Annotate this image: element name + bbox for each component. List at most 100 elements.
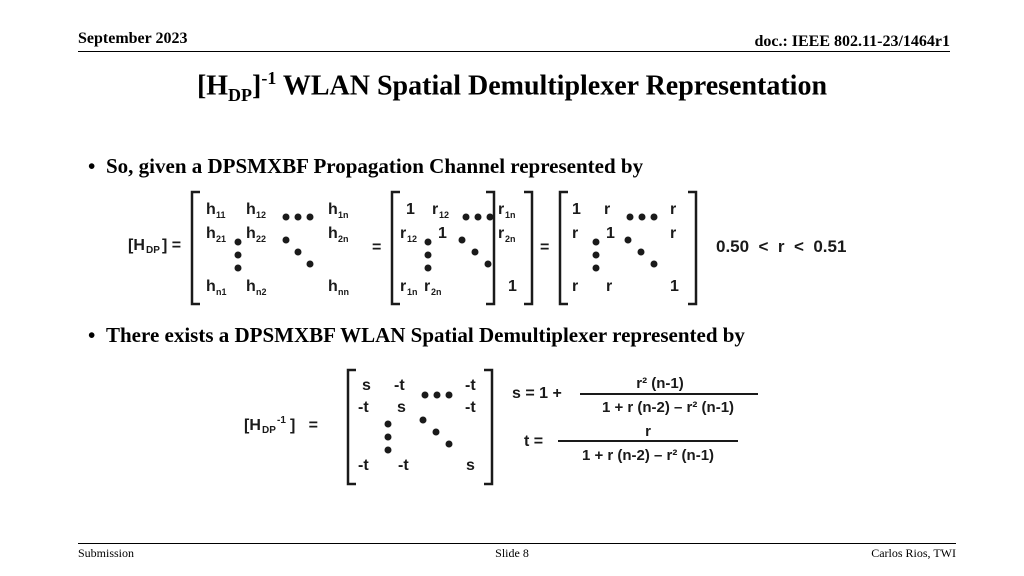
eq1-equals-1: = (372, 239, 381, 256)
m4-right-bracket (484, 368, 494, 486)
m2-r1c2: r (432, 201, 438, 218)
title-sub: DP (228, 84, 253, 105)
t-numerator: r (645, 423, 651, 440)
m3-vdot (592, 238, 600, 246)
m1-vdot (234, 238, 242, 246)
m4-vdot (384, 446, 392, 454)
m1-r1c3: h (328, 201, 338, 218)
m2-ellipsis-dot (462, 213, 470, 221)
m1-ddot (294, 248, 302, 256)
m3-ellipsis-dot (626, 213, 634, 221)
m2-r3c2-sub: 2n (431, 287, 442, 297)
eq2-lhs-sub: DP (262, 425, 276, 436)
m4-r2c3: -t (465, 399, 476, 416)
m2-r2c3: r (498, 225, 504, 242)
m2-r2c2: 1 (438, 225, 447, 242)
m4-r2c1: -t (358, 399, 369, 416)
m1-r1c2: h (246, 201, 256, 218)
m2-r3c1-sub: 1n (407, 287, 418, 297)
m1-r2c1-sub: 21 (216, 234, 226, 244)
m4-r1c3: -t (465, 377, 476, 394)
bullet-2: •There exists a DPSMXBF WLAN Spatial Dem… (88, 323, 745, 348)
m1-ellipsis-dot (294, 213, 302, 221)
m3-r3c1: r (572, 278, 578, 295)
m2-ellipsis-dot (474, 213, 482, 221)
s-numerator: r² (n-1) (636, 375, 684, 392)
m1-r2c2-sub: 22 (256, 234, 266, 244)
m4-vdot (384, 420, 392, 428)
eq1-equals-2: = (540, 239, 549, 256)
header-doc-id: doc.: IEEE 802.11-23/1464r1 (754, 33, 950, 50)
m3-ddot (637, 248, 645, 256)
m1-r3c1-sub: n1 (216, 287, 227, 297)
m1-r1c3-sub: 1n (338, 210, 349, 220)
bullet-dot: • (88, 154, 96, 178)
m2-r1c3: r (498, 201, 504, 218)
m4-ellipsis-dot (433, 391, 441, 399)
m4-r1c2: -t (394, 377, 405, 394)
m2-r3c3: 1 (508, 278, 517, 295)
m4-left-bracket (346, 368, 356, 486)
m4-r3c3: s (466, 457, 475, 474)
m3-right-bracket (688, 190, 698, 306)
m2-r2c1: r (400, 225, 406, 242)
eq2-lhs-sup: -1 (277, 415, 286, 426)
t-denominator: 1 + r (n-2) – r² (n-1) (582, 447, 714, 464)
m3-ddot (624, 236, 632, 244)
m2-ddot (484, 260, 492, 268)
m4-ddot (432, 428, 440, 436)
equation-channel-matrix: [H DP ] = h 11 h 12 h 1n h 21 h 22 h 2n … (128, 190, 534, 306)
footer-slide-number: Slide 8 (495, 546, 529, 560)
m2-right-bracket (524, 190, 534, 306)
m3-r1c1: 1 (572, 201, 581, 218)
m2-vdot (424, 238, 432, 246)
m3-r2c2: 1 (606, 225, 615, 242)
m3-r1c2: r (604, 201, 610, 218)
slide-title: [HDP]-1 WLAN Spatial Demultiplexer Repre… (0, 68, 1024, 106)
bullet-1-text: So, given a DPSMXBF Propagation Channel … (106, 154, 644, 178)
eq1-lhs-main: [H (128, 237, 145, 254)
equation-demultiplexer: [H DP -1 ] = s -t -t -t s -t -t -t s s =… (244, 368, 758, 486)
footer-rule (78, 543, 956, 544)
m2-left-bracket (390, 190, 400, 306)
m2-r2c1-sub: 12 (407, 234, 417, 244)
m4-r1c1: s (362, 377, 371, 394)
m1-right-bracket (486, 190, 496, 306)
m2-ellipsis-dot (486, 213, 494, 221)
s-label: s = 1 + (512, 385, 562, 402)
m1-r1c2-sub: 12 (256, 210, 266, 220)
m4-ddot (419, 416, 427, 424)
m1-r3c2: h (246, 278, 256, 295)
m3-r2c3: r (670, 225, 676, 242)
title-prefix: [H (196, 70, 229, 102)
m3-r2c1: r (572, 225, 578, 242)
m2-vdot (424, 264, 432, 272)
bullet-1: • So, given a DPSMXBF Propagation Channel… (88, 154, 643, 179)
equation-channel-matrix-2: 1 r 12 r 1n r 12 1 r 2n r 1n r 2n 1 = 1 … (400, 190, 846, 306)
m4-ellipsis-dot (421, 391, 429, 399)
eq1-range: 0.50 < r < 0.51 (716, 237, 846, 256)
footer-author: Carlos Rios, TWI (871, 546, 956, 560)
m3-r3c3: 1 (670, 278, 679, 295)
header-date: September 2023 (78, 30, 188, 47)
m1-left-bracket (190, 190, 200, 306)
m1-r3c3: h (328, 278, 338, 295)
m1-r3c3-sub: nn (338, 287, 349, 297)
eq2-lhs-main: [H (244, 417, 261, 434)
m1-r2c3: h (328, 225, 338, 242)
m1-ellipsis-dot (306, 213, 314, 221)
m3-vdot (592, 264, 600, 272)
s-denominator: 1 + r (n-2) – r² (n-1) (602, 399, 734, 416)
title-text: WLAN Spatial Demultiplexer Representatio… (276, 70, 828, 102)
m3-r1c3: r (670, 201, 676, 218)
eq2-lhs-close: ] = (290, 417, 318, 434)
m1-r2c3-sub: 2n (338, 234, 349, 244)
m2-r2c3-sub: 2n (505, 234, 516, 244)
m1-r1c1-sub: 11 (216, 210, 226, 220)
m4-r3c1: -t (358, 457, 369, 474)
header-rule (78, 51, 950, 52)
m4-r2c2: s (397, 399, 406, 416)
m2-r3c1: r (400, 278, 406, 295)
m3-ellipsis-dot (650, 213, 658, 221)
m1-ddot (282, 236, 290, 244)
